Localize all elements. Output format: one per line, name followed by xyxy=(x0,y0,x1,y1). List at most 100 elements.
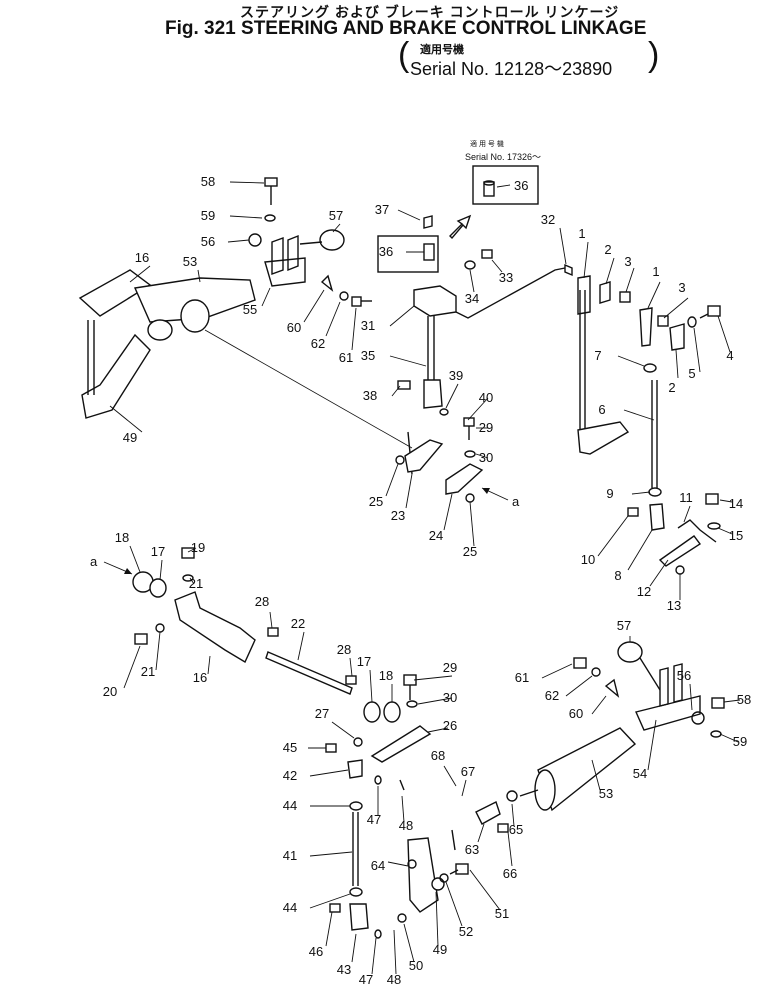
callout-leader xyxy=(159,559,163,581)
callout-leader xyxy=(229,215,263,219)
shaft-16-lower xyxy=(174,591,256,664)
callout-leader xyxy=(443,765,457,787)
inset-callout: 36 xyxy=(514,178,528,193)
inset-nut-drawing xyxy=(483,181,495,197)
callout-leader xyxy=(649,559,669,587)
part-callout: 56 xyxy=(201,234,215,249)
part-callout: 31 xyxy=(361,318,375,333)
callout-leader xyxy=(403,923,415,963)
callout-leader xyxy=(387,861,409,867)
callout-leader xyxy=(445,881,463,927)
callout-leader xyxy=(129,265,151,283)
part-callout: 47 xyxy=(367,812,381,827)
part-callout: 26 xyxy=(443,718,457,733)
part-callout: 4 xyxy=(726,348,733,363)
callout-leader xyxy=(349,657,353,677)
callout-leader xyxy=(461,779,467,797)
callout-leader xyxy=(123,645,141,689)
part-callout: 43 xyxy=(337,962,351,977)
part-callout: 17 xyxy=(357,654,371,669)
part-callout: 29 xyxy=(443,660,457,675)
callout-leader xyxy=(693,327,701,373)
upper-assembly xyxy=(78,177,721,575)
callout-leader xyxy=(197,269,201,283)
inset-serial-japanese: 適 用 号 機 xyxy=(470,139,504,148)
part-callout: 32 xyxy=(541,212,555,227)
part-callout: 57 xyxy=(329,208,343,223)
callout-leader xyxy=(541,663,573,679)
part-callout: 62 xyxy=(545,688,559,703)
part-callout: 15 xyxy=(729,528,743,543)
part-callout: 40 xyxy=(479,390,493,405)
pin-57-upper xyxy=(319,229,345,251)
part-callout: 54 xyxy=(633,766,647,781)
part-callout: 1 xyxy=(652,264,659,279)
pin-57-lower xyxy=(617,641,643,663)
part-callout: 44 xyxy=(283,900,297,915)
callout-leader xyxy=(469,501,475,547)
part-callout: 11 xyxy=(679,490,693,505)
part-callout: 16 xyxy=(193,670,207,685)
callout-leader xyxy=(207,655,211,675)
callout-leader xyxy=(477,823,485,843)
part-callout: 2 xyxy=(604,242,611,257)
callout-leader xyxy=(331,721,355,739)
part-callout: 41 xyxy=(283,848,297,863)
part-callout: 58 xyxy=(201,174,215,189)
part-callout: 58 xyxy=(737,692,751,707)
part-callout: 44 xyxy=(283,798,297,813)
part-callout: 62 xyxy=(311,336,325,351)
callout-leader xyxy=(559,227,567,265)
part-callout: 46 xyxy=(309,944,323,959)
serial-range: Serial No. 12128～23890 xyxy=(410,59,613,79)
part-callout: 48 xyxy=(387,972,401,984)
callout-leader xyxy=(507,831,513,867)
callout-leader xyxy=(591,759,601,791)
callout-leader xyxy=(719,499,733,503)
callout-leader xyxy=(309,769,349,777)
callout-leader xyxy=(332,223,341,233)
callout-leader xyxy=(625,267,635,293)
clevis-43 xyxy=(349,903,369,931)
part-callout: 66 xyxy=(503,866,517,881)
callout-leader xyxy=(445,383,459,409)
callout-leader xyxy=(719,733,739,743)
callout-leader xyxy=(261,287,271,307)
serial-inset: 適 用 号 機 Serial No. 17326～ 36 xyxy=(377,139,541,273)
part-callout: 33 xyxy=(499,270,513,285)
part-callout: 7 xyxy=(594,348,601,363)
part-callout: 9 xyxy=(606,486,613,501)
lever-49-upper xyxy=(81,333,151,419)
part-callout: 63 xyxy=(465,842,479,857)
part-callout: 36 xyxy=(379,244,393,259)
part-callout: 25 xyxy=(369,494,383,509)
part-callout: 28 xyxy=(337,642,351,657)
part-callout: 56 xyxy=(677,668,691,683)
callout-leader xyxy=(647,719,657,771)
callout-leader xyxy=(309,851,353,857)
part-callout: 27 xyxy=(315,706,329,721)
part-callout: 30 xyxy=(479,450,493,465)
callout-leader xyxy=(227,239,250,243)
part-callout: 8 xyxy=(614,568,621,583)
part-callout: 55 xyxy=(243,302,257,317)
part-callout: 64 xyxy=(371,858,385,873)
callout-leader xyxy=(385,463,399,497)
callout-leader xyxy=(155,631,161,671)
callout-leader xyxy=(717,527,733,535)
part-callout: 50 xyxy=(409,958,423,973)
lever-23 xyxy=(404,439,444,473)
callout-leader xyxy=(647,281,661,309)
callout-leader xyxy=(717,315,731,353)
part-callout: 59 xyxy=(733,734,747,749)
callout-leader xyxy=(187,547,197,553)
callout-leader xyxy=(469,269,475,293)
part-callout: 18 xyxy=(115,530,129,545)
view-a-label-lower: a xyxy=(90,554,98,569)
callout-leader xyxy=(401,795,405,823)
callout-leader xyxy=(229,181,265,184)
callout-leader xyxy=(723,699,741,703)
lower-assembly xyxy=(132,547,725,939)
